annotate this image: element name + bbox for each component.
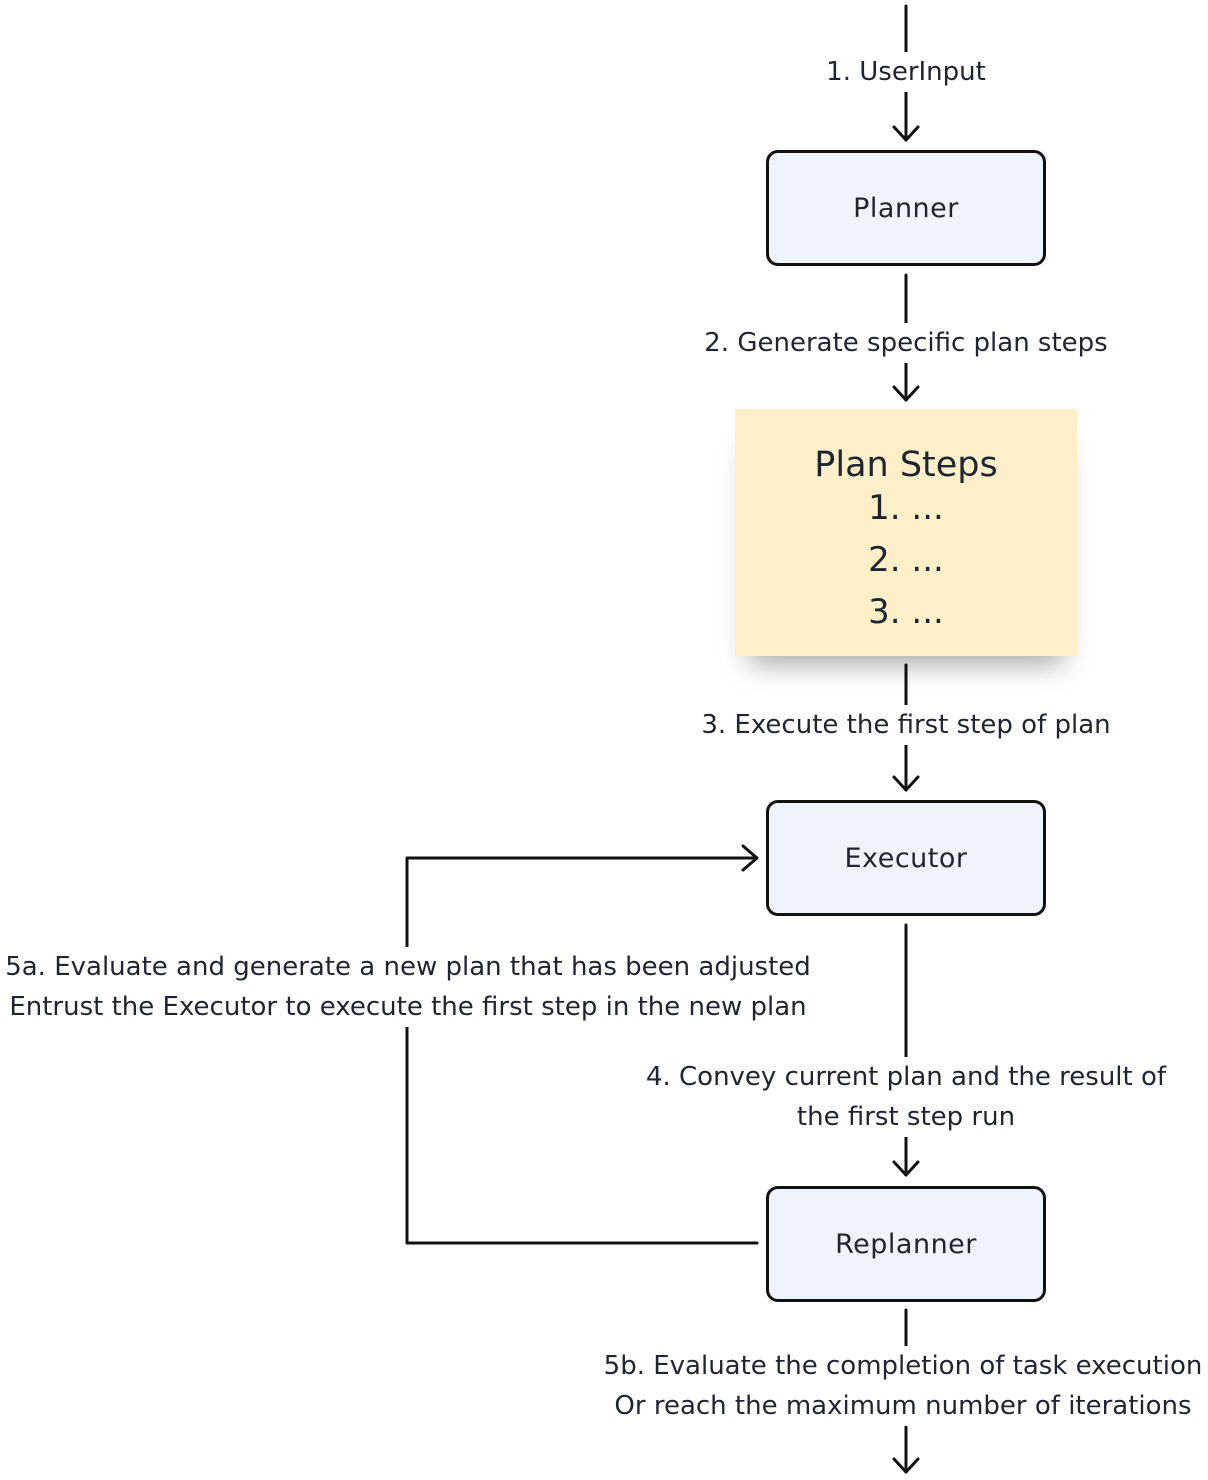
- edge-label-complete: 5b. Evaluate the completion of task exec…: [598, 1346, 1208, 1426]
- edge-label-generate: 2. Generate specific plan steps: [686, 323, 1126, 363]
- replanner-node: Replanner: [766, 1186, 1046, 1302]
- edge-label-userinput: 1. UserInput: [806, 52, 1006, 92]
- plan-steps-title: Plan Steps: [814, 445, 998, 485]
- edge-label-adjust: 5a. Evaluate and generate a new plan tha…: [2, 947, 814, 1027]
- plan-step-item: 1. ...: [868, 488, 944, 528]
- edge-label-execute-first: 3. Execute the first step of plan: [686, 705, 1126, 745]
- arrowhead-replanner: [892, 1160, 920, 1177]
- planner-node: Planner: [766, 150, 1046, 266]
- executor-label: Executor: [844, 842, 968, 874]
- plan-step-item: 3. ...: [868, 592, 944, 632]
- executor-node: Executor: [766, 800, 1046, 916]
- arrowhead-executor: [892, 775, 920, 792]
- planner-label: Planner: [853, 192, 959, 224]
- arrowhead-planner: [892, 125, 920, 142]
- plan-steps-card: Plan Steps 1. ... 2. ... 3. ...: [735, 409, 1077, 656]
- edge-label-convey: 4. Convey current plan and the result of…: [626, 1057, 1186, 1137]
- arrowhead-plan-steps: [892, 385, 920, 402]
- arrowhead-loop: [741, 844, 759, 872]
- plan-step-item: 2. ...: [868, 540, 944, 580]
- replanner-label: Replanner: [835, 1228, 977, 1260]
- arrowhead-exit: [892, 1457, 920, 1474]
- edge-loop-line: [405, 856, 759, 1245]
